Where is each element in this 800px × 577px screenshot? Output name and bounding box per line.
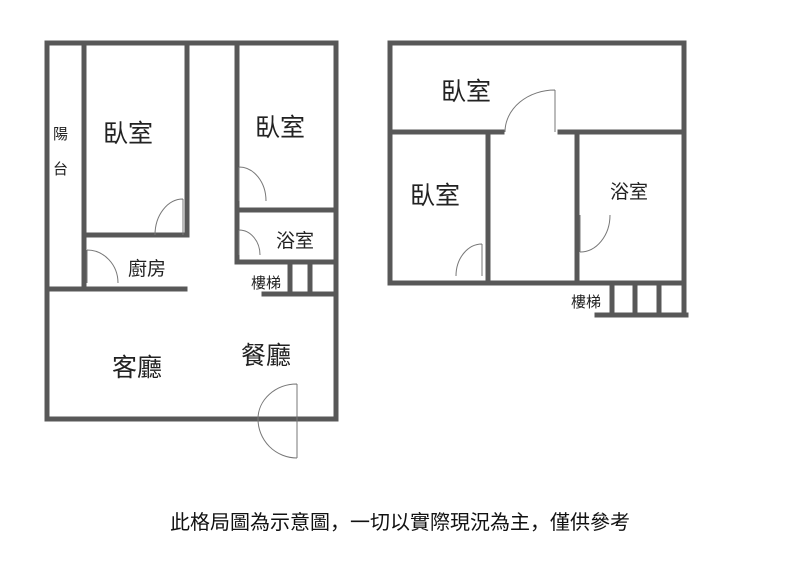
label-bathroom: 浴室 [276,230,315,252]
label-bedroom-top: 臥室 [441,77,492,106]
label-dining-room: 餐廳 [241,341,292,370]
balcony-label: 陽台 [51,126,69,196]
floor2-walls [387,40,689,318]
label-bedroom-left: 臥室 [410,181,461,210]
label-stairs: 樓梯 [251,274,282,292]
label-stairs-2f: 樓梯 [571,293,602,311]
floor1-walls [44,40,339,422]
disclaimer-text: 此格局圖為示意圖，一切以實際現況為主，僅供參考 [170,510,630,534]
label-balcony-1: 陽台 [51,126,71,200]
door-bedroom-b [238,166,267,202]
door-bathroom-2f [579,214,611,253]
label-bathroom-2f: 浴室 [610,181,649,203]
label-kitchen: 廚房 [128,258,167,280]
floor1-doors [86,166,298,459]
label-bedroom-a: 臥室 [103,119,154,148]
label-living-room: 客廳 [112,353,163,382]
door-bedroom-left [455,243,483,277]
door-bathroom [238,229,261,256]
floor2-doors [455,89,611,277]
door-bedroom-top [504,89,556,133]
door-kitchen [86,249,119,284]
door-entrance [257,383,298,459]
door-bedroom-a [154,198,184,236]
label-bedroom-b: 臥室 [255,113,306,142]
